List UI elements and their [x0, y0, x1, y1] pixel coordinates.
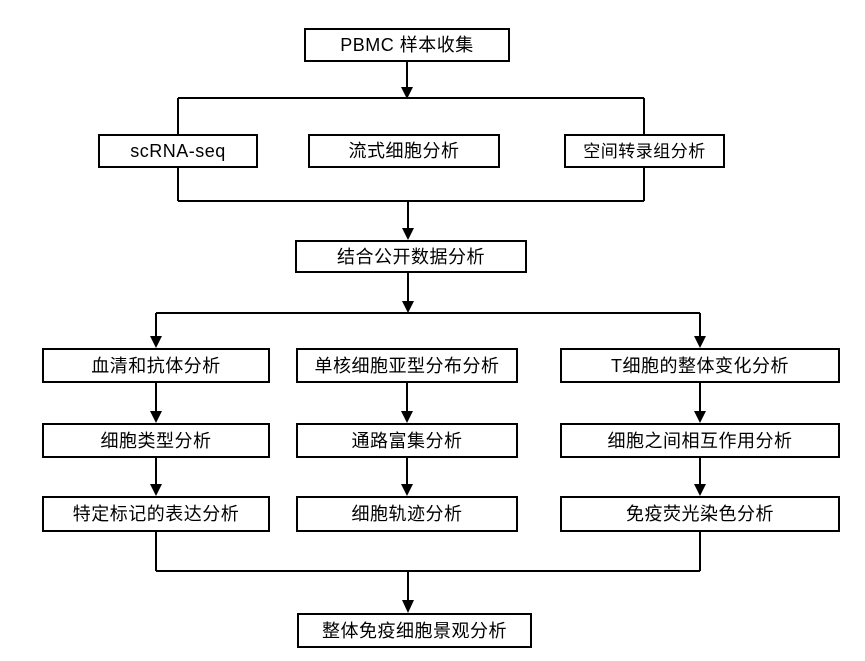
node-spatial-transcriptomics: 空间转录组分析 — [564, 134, 725, 168]
node-pathway-enrichment: 通路富集分析 — [296, 423, 518, 458]
edge-combined-to-bus3 — [402, 273, 414, 313]
edge-pbmc-to-bus1 — [401, 62, 413, 99]
node-cell-trajectory: 细胞轨迹分析 — [296, 496, 518, 532]
node-scrna-seq: scRNA-seq — [98, 134, 258, 168]
node-pbmc-sample-collection: PBMC 样本收集 — [304, 28, 510, 62]
node-public-data-integration: 结合公开数据分析 — [295, 240, 527, 273]
edge-bus3-to-serum — [150, 313, 162, 348]
node-tcell-overall-changes: T细胞的整体变化分析 — [560, 348, 840, 383]
edge-bus3-to-tcell — [694, 313, 706, 348]
node-cell-type-analysis: 细胞类型分析 — [42, 423, 270, 458]
edge-bus2-to-combined — [402, 201, 414, 240]
edge-celltype-to-marker — [150, 458, 162, 496]
node-monocyte-subtype-distribution: 单核细胞亚型分布分析 — [296, 348, 518, 383]
node-immunofluorescence-staining: 免疫荧光染色分析 — [560, 496, 840, 532]
node-cell-cell-interaction: 细胞之间相互作用分析 — [560, 423, 840, 458]
node-overall-immune-landscape: 整体免疫细胞景观分析 — [297, 613, 532, 648]
node-flow-cytometry: 流式细胞分析 — [308, 134, 500, 168]
node-serum-antibody-analysis: 血清和抗体分析 — [42, 348, 270, 383]
bus-bottom — [155, 532, 701, 572]
edge-bus4-to-final — [402, 571, 414, 613]
edge-interaction-to-immunofluor — [694, 458, 706, 496]
edge-tcell-to-interaction — [694, 383, 706, 423]
node-marker-expression-analysis: 特定标记的表达分析 — [42, 496, 270, 532]
edge-serum-to-celltype — [150, 383, 162, 423]
edge-pathway-to-trajectory — [401, 458, 413, 496]
edge-mono-to-pathway — [401, 383, 413, 423]
